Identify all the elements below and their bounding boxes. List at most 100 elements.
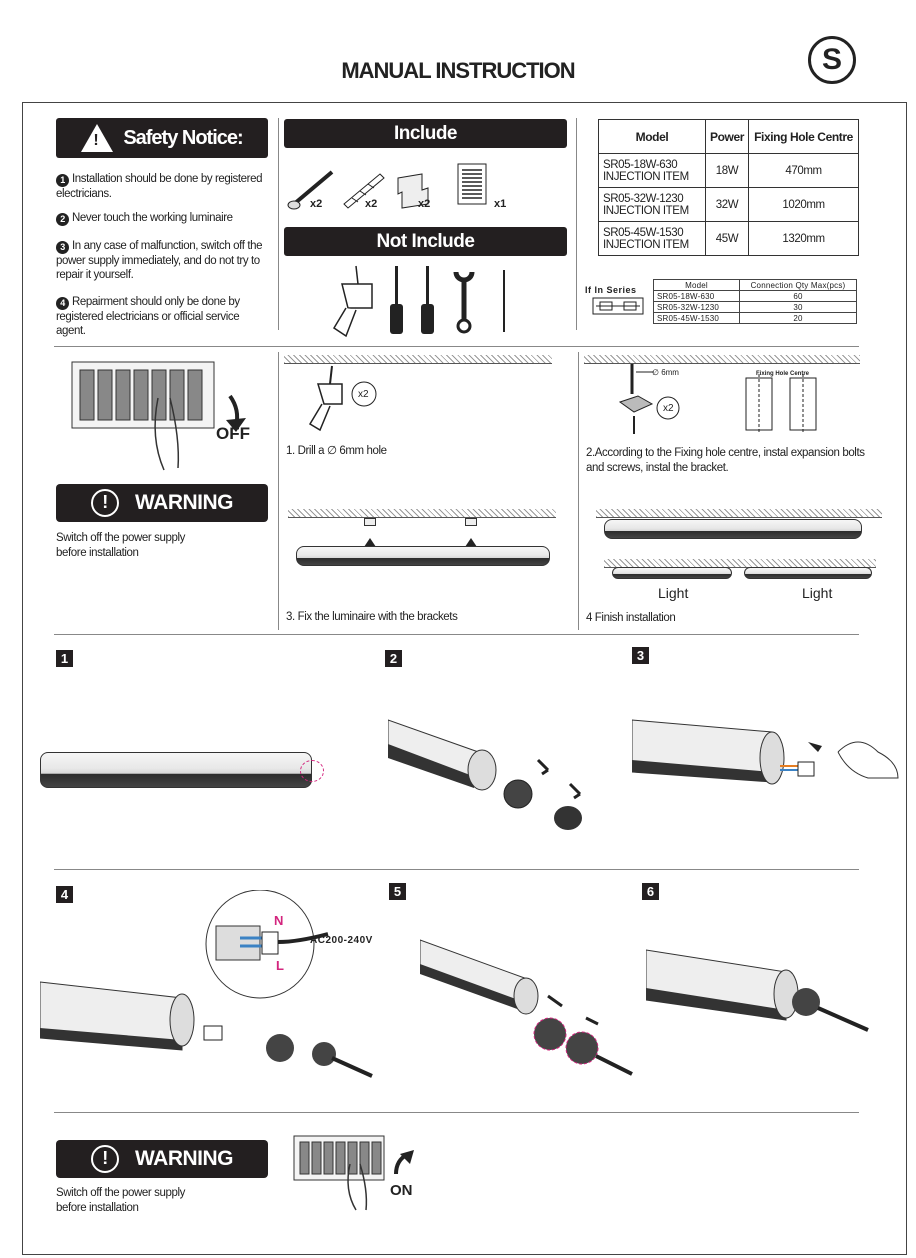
voltage-label: AC200-240V: [310, 935, 373, 946]
drill-icon: [332, 265, 373, 338]
centre-cell: 470mm: [748, 153, 860, 188]
step-number-6: 6: [642, 883, 659, 900]
bracket-icon: [397, 173, 429, 209]
step-number-1: 1: [56, 650, 73, 667]
remove-endcap-illustration: [388, 719, 582, 830]
tools-illustration: [332, 265, 505, 338]
ceiling-hatch: [604, 559, 876, 568]
neutral-label: N: [274, 913, 284, 928]
power-cell: 45W: [704, 221, 750, 256]
anchor-qty: x2: [365, 198, 378, 210]
step-number-5: 5: [389, 883, 406, 900]
screwdriver-icon: [390, 266, 403, 334]
brand-logo: S: [808, 36, 856, 84]
endcap-rotate-icon: [300, 760, 324, 782]
off-label: OFF: [216, 424, 250, 443]
step-number-3: 3: [632, 647, 649, 664]
step2-text: 2.According to the Fixing hole centre, i…: [586, 447, 865, 474]
step-number-2: 2: [385, 650, 402, 667]
model-table: Model Power Fixing Hole Centre SR05-18W-…: [598, 119, 860, 256]
warning-triangle-icon: !: [81, 124, 114, 152]
page-title: MANUAL INSTRUCTION: [341, 58, 575, 83]
x2-label: x2: [358, 389, 369, 400]
exclamation-icon: !: [91, 489, 119, 517]
step4-text: 4 Finish installation: [586, 612, 676, 624]
table-row: SR05-45W-1530 INJECTION ITEM 45W 1320mm: [598, 221, 860, 256]
screw-qty: x2: [310, 198, 323, 210]
include-header: Include: [284, 119, 567, 148]
safety-notice-header: ! Safety Notice:: [56, 118, 268, 158]
step-number-4: 4: [56, 886, 73, 903]
luminaire-tube: [612, 567, 732, 579]
x2-label: x2: [663, 403, 674, 414]
wrench-icon: [453, 271, 475, 334]
screw-icon: [287, 170, 334, 210]
safety-notice-title: Safety Notice:: [123, 126, 243, 149]
finished-connection-illustration: [646, 949, 869, 1032]
light-label: Light: [658, 585, 689, 601]
tighten-gland-illustration: [420, 939, 633, 1076]
luminaire-tube: [604, 519, 862, 539]
column-header: Fixing Hole Centre: [748, 119, 860, 154]
ceiling-hatch: [284, 355, 552, 364]
exclamation-icon: !: [91, 1145, 119, 1173]
footer-warning-banner: ! WARNING: [56, 1140, 268, 1178]
ceiling-hatch: [288, 509, 556, 518]
bracket-install-illustration: [618, 364, 817, 434]
drill-ceiling-illustration: [308, 365, 377, 432]
wire-connection-illustration: [40, 890, 373, 1078]
on-label: ON: [390, 1182, 413, 1199]
footer-warning-text: Switch off the power supply before insta…: [56, 1187, 185, 1214]
column-header: Model: [598, 119, 706, 154]
fixing-centre-label: Fixing Hole Centre: [756, 371, 810, 377]
model-cell: SR05-32W-1230 INJECTION ITEM: [598, 187, 706, 222]
power-cell: 32W: [704, 187, 750, 222]
manual-qty: x1: [494, 198, 507, 210]
series-label: If In Series: [585, 285, 637, 295]
not-include-header: Not Include: [284, 227, 567, 256]
ceiling-hatch: [596, 509, 882, 518]
table-row: SR05-18W-630 INJECTION ITEM 18W 470mm: [598, 153, 860, 188]
anchor-icon: [343, 173, 385, 209]
table-row: SR05-32W-1230 INJECTION ITEM 32W 1020mm: [598, 187, 860, 222]
step1-text: 1. Drill a ∅ 6mm hole: [286, 445, 387, 457]
warning-banner: ! WARNING: [56, 484, 268, 522]
breaker-panel-on-illustration: [293, 1135, 414, 1211]
step3-text: 3. Fix the luminaire with the brackets: [286, 611, 458, 623]
series-connector-icon: [592, 297, 644, 315]
model-cell: SR05-18W-630 INJECTION ITEM: [598, 153, 706, 188]
bracket-qty: x2: [418, 198, 431, 210]
bracket-icon: [465, 518, 477, 526]
luminaire-tube: [296, 546, 550, 566]
table-header-row: Model Power Fixing Hole Centre: [598, 119, 860, 154]
series-table: Model Connection Qty Max(pcs) SR05-18W-6…: [653, 279, 857, 324]
connector-pull-illustration: [632, 719, 899, 785]
breaker-panel-off-illustration: [71, 361, 246, 471]
screwdriver-icon: [421, 266, 434, 334]
included-parts-illustration: [287, 163, 487, 210]
column-header: Connection Qty Max(pcs): [739, 279, 857, 291]
pencil-icon: [503, 270, 505, 332]
bracket-icon: [364, 518, 376, 526]
centre-cell: 1320mm: [748, 221, 860, 256]
column-header: Power: [704, 119, 750, 154]
ceiling-hatch: [584, 355, 860, 364]
hole-size-label: ∅ 6mm: [652, 368, 679, 377]
live-label: L: [276, 958, 284, 973]
light-label: Light: [802, 585, 833, 601]
document-frame: [22, 102, 907, 1255]
luminaire-tube: [40, 752, 312, 788]
column-header: Model: [653, 279, 740, 291]
table-header-row: Model Connection Qty Max(pcs): [653, 279, 857, 291]
manual-icon: [457, 163, 487, 205]
model-cell: SR05-45W-1530 INJECTION ITEM: [598, 221, 706, 256]
luminaire-tube: [744, 567, 872, 579]
warning-text: Switch off the power supply before insta…: [56, 532, 185, 559]
